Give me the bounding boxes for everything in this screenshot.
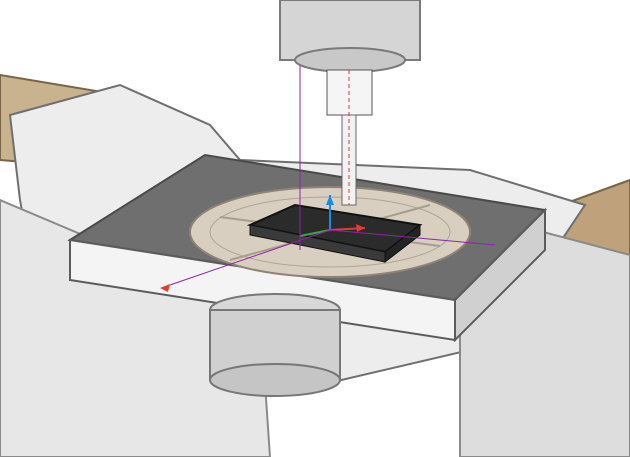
pedestal-bottom [209,363,341,397]
y-axis-line [299,229,331,237]
x-axis-arrow [356,224,365,232]
machine-table-right [454,207,546,343]
workpiece-side [384,223,421,264]
z-axis-arrow [326,195,334,205]
guide-arrow-left [160,284,170,292]
guide-line-right [329,229,496,246]
guide-line-diagonal [169,229,331,286]
spindle-bottom [294,47,406,73]
